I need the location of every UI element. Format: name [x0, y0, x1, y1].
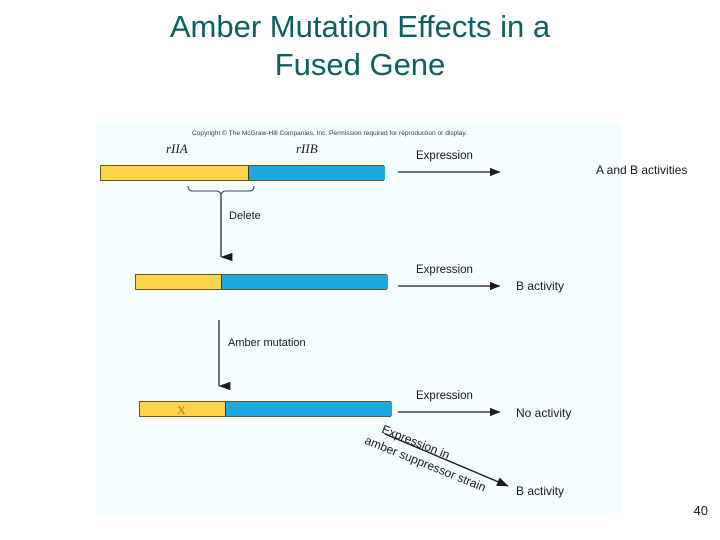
page-title: Amber Mutation Effects in a Fused Gene [40, 8, 680, 84]
slide-number: 40 [693, 503, 708, 518]
gene-segment-divider-mutant [225, 402, 226, 416]
figure-panel: Copyright © The McGraw-Hill Companies, I… [96, 122, 687, 514]
transition-label-delete: Delete [229, 210, 261, 222]
gene-segment-b-deleted [221, 275, 388, 289]
page-title-line-2: Fused Gene [274, 47, 446, 82]
page-title-line-1: Amber Mutation Effects in a [169, 9, 551, 44]
copyright-notice: Copyright © The McGraw-Hill Companies, I… [192, 130, 468, 137]
expression-label-row-2: Expression [416, 264, 473, 276]
gene-segment-b [248, 166, 385, 180]
expression-label-row-3: Expression [416, 390, 473, 402]
gene-label-riib: rIIB [296, 141, 318, 156]
gene-bar-intact [100, 165, 385, 181]
gene-segment-a-mutant [140, 402, 225, 416]
result-label-suppressor: B activity [516, 484, 565, 498]
gene-segment-divider-deleted [221, 275, 222, 289]
gene-label-riia: rIIA [166, 141, 188, 156]
result-label-row-1: A and B activities [596, 163, 688, 177]
gene-bar-deleted [135, 274, 388, 290]
result-label-row-2: B activity [516, 279, 565, 293]
gene-segment-b-mutant [225, 402, 392, 416]
gene-segment-a-deleted [136, 275, 221, 289]
expression-label-row-1: Expression [416, 150, 473, 162]
result-label-row-3: No activity [516, 406, 572, 420]
gene-bar-amber-mutant: X [139, 401, 392, 417]
gene-segment-divider [248, 166, 249, 180]
gene-segment-a [101, 166, 248, 180]
amber-mutation-x-icon: X [177, 403, 186, 417]
transition-label-amber-mutation: Amber mutation [228, 337, 306, 349]
